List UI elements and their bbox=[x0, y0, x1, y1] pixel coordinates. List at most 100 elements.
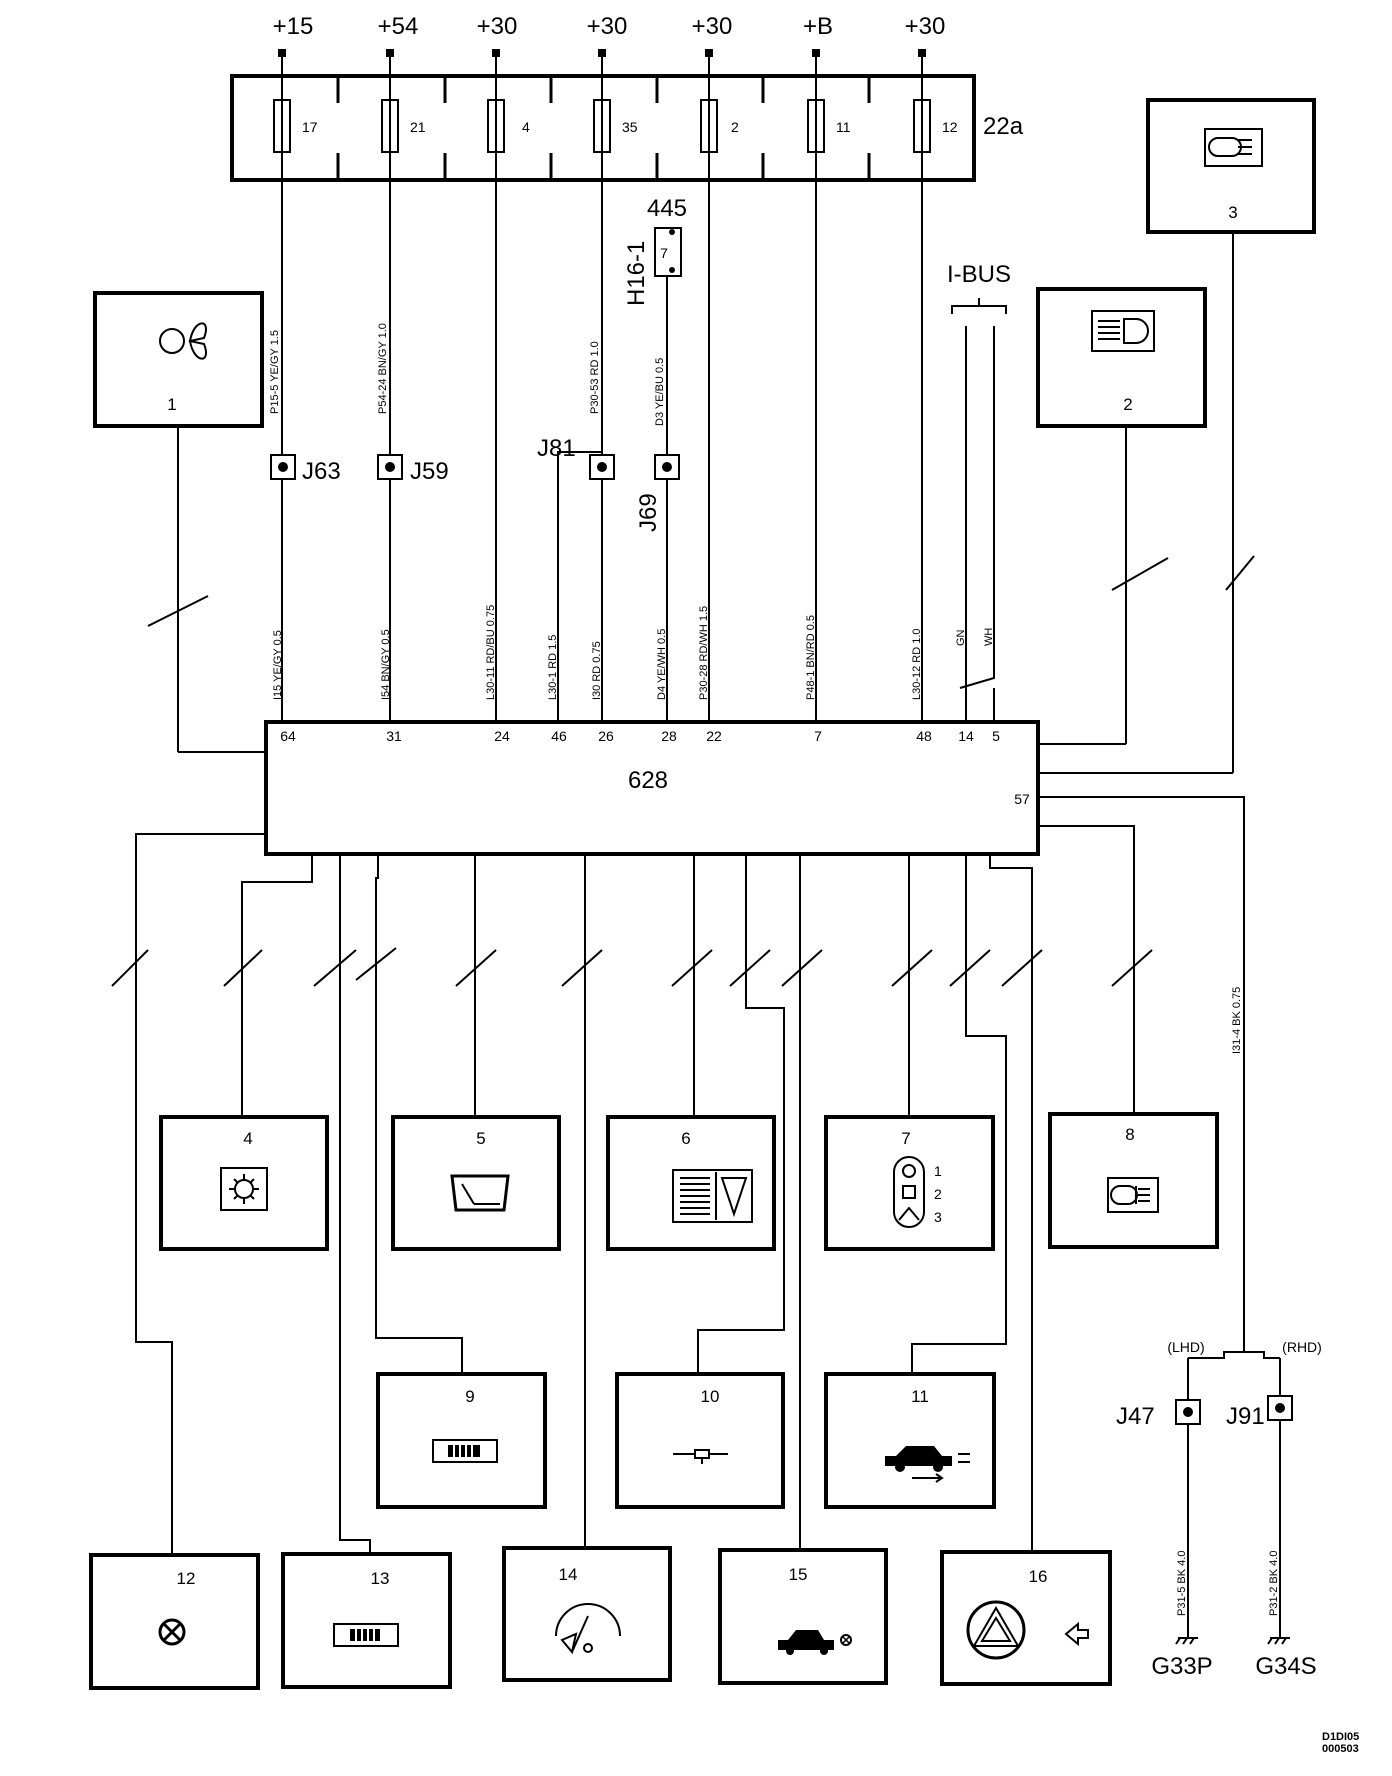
wire-label: P31-5 BK 4.0 bbox=[1176, 1551, 1188, 1616]
pin-number: 5 bbox=[992, 728, 1000, 744]
rear-lamp-icon bbox=[1204, 128, 1263, 167]
ground-symbol-icon bbox=[1175, 1637, 1198, 1645]
component-3-rear-lamp: 3 bbox=[1146, 98, 1316, 234]
fuse-box-label: 22a bbox=[983, 113, 1024, 140]
heated-rear-window-icon bbox=[333, 1623, 399, 1647]
pin-number: 48 bbox=[916, 728, 932, 744]
wire-label: WH bbox=[983, 628, 995, 646]
supply-label: +30 bbox=[477, 13, 518, 40]
svg-text:J69: J69 bbox=[635, 493, 662, 532]
wire-label: I30 RD 0.75 bbox=[591, 641, 603, 700]
supply-label: +B bbox=[803, 13, 833, 40]
wire-label: D4 YE/WH 0.5 bbox=[656, 629, 668, 700]
component-number: 1 bbox=[167, 395, 176, 414]
supply-label: +15 bbox=[273, 13, 314, 40]
svg-text:J91: J91 bbox=[1226, 1403, 1265, 1430]
fuse-number: 4 bbox=[522, 119, 530, 135]
wire-label: D3 YE/BU 0.5 bbox=[654, 358, 666, 426]
component-10: 10 bbox=[615, 1372, 785, 1509]
control-unit-628: 628 64 31 24 46 26 28 22 7 48 14 5 57 bbox=[264, 720, 1040, 856]
harness-markers bbox=[111, 555, 1255, 987]
component-14: 14 bbox=[502, 1546, 672, 1682]
ground-symbol-icon bbox=[1267, 1637, 1290, 1645]
component-15: 15 bbox=[718, 1548, 888, 1685]
component-4: 4 bbox=[159, 1115, 329, 1251]
component-number: 3 bbox=[1228, 203, 1237, 222]
pin-number: 31 bbox=[386, 728, 402, 744]
wire-label: P31-2 BK 4.0 bbox=[1268, 1551, 1280, 1616]
pin-number: 26 bbox=[598, 728, 614, 744]
component-number: 4 bbox=[243, 1129, 252, 1148]
switch-position: 1 bbox=[934, 1163, 942, 1179]
variant-rhd-label: (RHD) bbox=[1282, 1339, 1322, 1355]
fuse-number: 12 bbox=[942, 119, 958, 135]
component-number: 15 bbox=[789, 1565, 808, 1584]
component-13: 13 bbox=[281, 1552, 452, 1689]
component-9: 9 bbox=[376, 1372, 547, 1509]
pin-number: 57 bbox=[1014, 791, 1030, 807]
component-number: 13 bbox=[371, 1569, 390, 1588]
component-number: 2 bbox=[1123, 395, 1132, 414]
wire-label: L30-1 RD 1.5 bbox=[547, 635, 559, 700]
pin-number: 24 bbox=[494, 728, 510, 744]
rear-wiper-icon bbox=[450, 1174, 510, 1212]
warning-display-icon bbox=[672, 1169, 753, 1223]
component-2-headlight: 2 bbox=[1036, 287, 1207, 428]
connector-label: 445 bbox=[647, 195, 687, 222]
connector-pin: 7 bbox=[660, 245, 668, 261]
component-number: 10 bbox=[701, 1387, 720, 1406]
component-number: 6 bbox=[681, 1129, 690, 1148]
lamp-switch-icon: 1 2 3 bbox=[893, 1156, 942, 1228]
bulb-icon bbox=[158, 1618, 186, 1646]
ground-circuit: I31-4 BK 0.75 (LHD) (RHD) J47 J91 P31-5 … bbox=[1116, 987, 1322, 1680]
svg-text:J81: J81 bbox=[537, 435, 576, 462]
connector-445: 445 7 H16-1 bbox=[623, 195, 687, 306]
component-6: 6 bbox=[606, 1115, 776, 1251]
hazard-warning-icon bbox=[966, 1600, 1026, 1660]
splice-j91: J91 bbox=[1226, 1395, 1293, 1430]
switch-position: 3 bbox=[934, 1209, 942, 1225]
supply-label: +30 bbox=[905, 13, 946, 40]
component-number: 5 bbox=[476, 1129, 485, 1148]
component-8: 8 bbox=[1048, 1112, 1219, 1249]
component-11: 11 bbox=[824, 1372, 996, 1509]
fuse-number: 21 bbox=[410, 119, 426, 135]
fan-icon bbox=[159, 322, 207, 360]
ground-point-label: G33P bbox=[1151, 1653, 1212, 1680]
windscreen-wiper-icon bbox=[555, 1603, 621, 1655]
pin-number: 14 bbox=[958, 728, 974, 744]
wire-label: I15 YE/GY 0.5 bbox=[272, 630, 284, 700]
splices: J63 J59 J81 J69 bbox=[270, 435, 680, 532]
component-16: 16 bbox=[940, 1550, 1112, 1686]
wire-label: P30-53 RD 1.0 bbox=[589, 341, 601, 414]
supply-label: +54 bbox=[378, 13, 419, 40]
component-number: 7 bbox=[901, 1129, 910, 1148]
wire-label: P54-24 BN/GY 1.0 bbox=[377, 323, 389, 414]
fuse-number: 35 bbox=[622, 119, 638, 135]
gear-icon bbox=[220, 1167, 268, 1211]
arrow-left-icon bbox=[1064, 1621, 1089, 1647]
control-unit-label: 628 bbox=[628, 767, 668, 794]
upper-wires bbox=[177, 53, 1234, 774]
component-number: 12 bbox=[177, 1569, 196, 1588]
trailer-hitch-icon bbox=[673, 1449, 728, 1464]
wire-label: I31-4 BK 0.75 bbox=[1231, 987, 1243, 1054]
wire-label: P48-1 BN/RD 0.5 bbox=[805, 615, 817, 700]
doc-ref-line1: D1DI05 bbox=[1322, 1731, 1359, 1743]
lower-wires bbox=[135, 796, 1245, 1555]
ground-point-label: G34S bbox=[1255, 1653, 1316, 1680]
pin-number: 46 bbox=[551, 728, 567, 744]
rear-defroster-icon bbox=[432, 1439, 498, 1463]
fuse-number: 17 bbox=[302, 119, 318, 135]
fuse-number: 2 bbox=[731, 119, 739, 135]
component-number: 16 bbox=[1029, 1567, 1048, 1586]
svg-text:J47: J47 bbox=[1116, 1403, 1155, 1430]
variant-lhd-label: (LHD) bbox=[1167, 1339, 1204, 1355]
pin-number: 64 bbox=[280, 728, 296, 744]
splice-j81: J81 bbox=[537, 435, 615, 480]
component-number: 14 bbox=[559, 1565, 578, 1584]
component-number: 8 bbox=[1125, 1125, 1134, 1144]
wire-label: L30-11 RD/BU 0.75 bbox=[485, 605, 497, 700]
component-7: 7 1 2 3 bbox=[824, 1115, 995, 1251]
